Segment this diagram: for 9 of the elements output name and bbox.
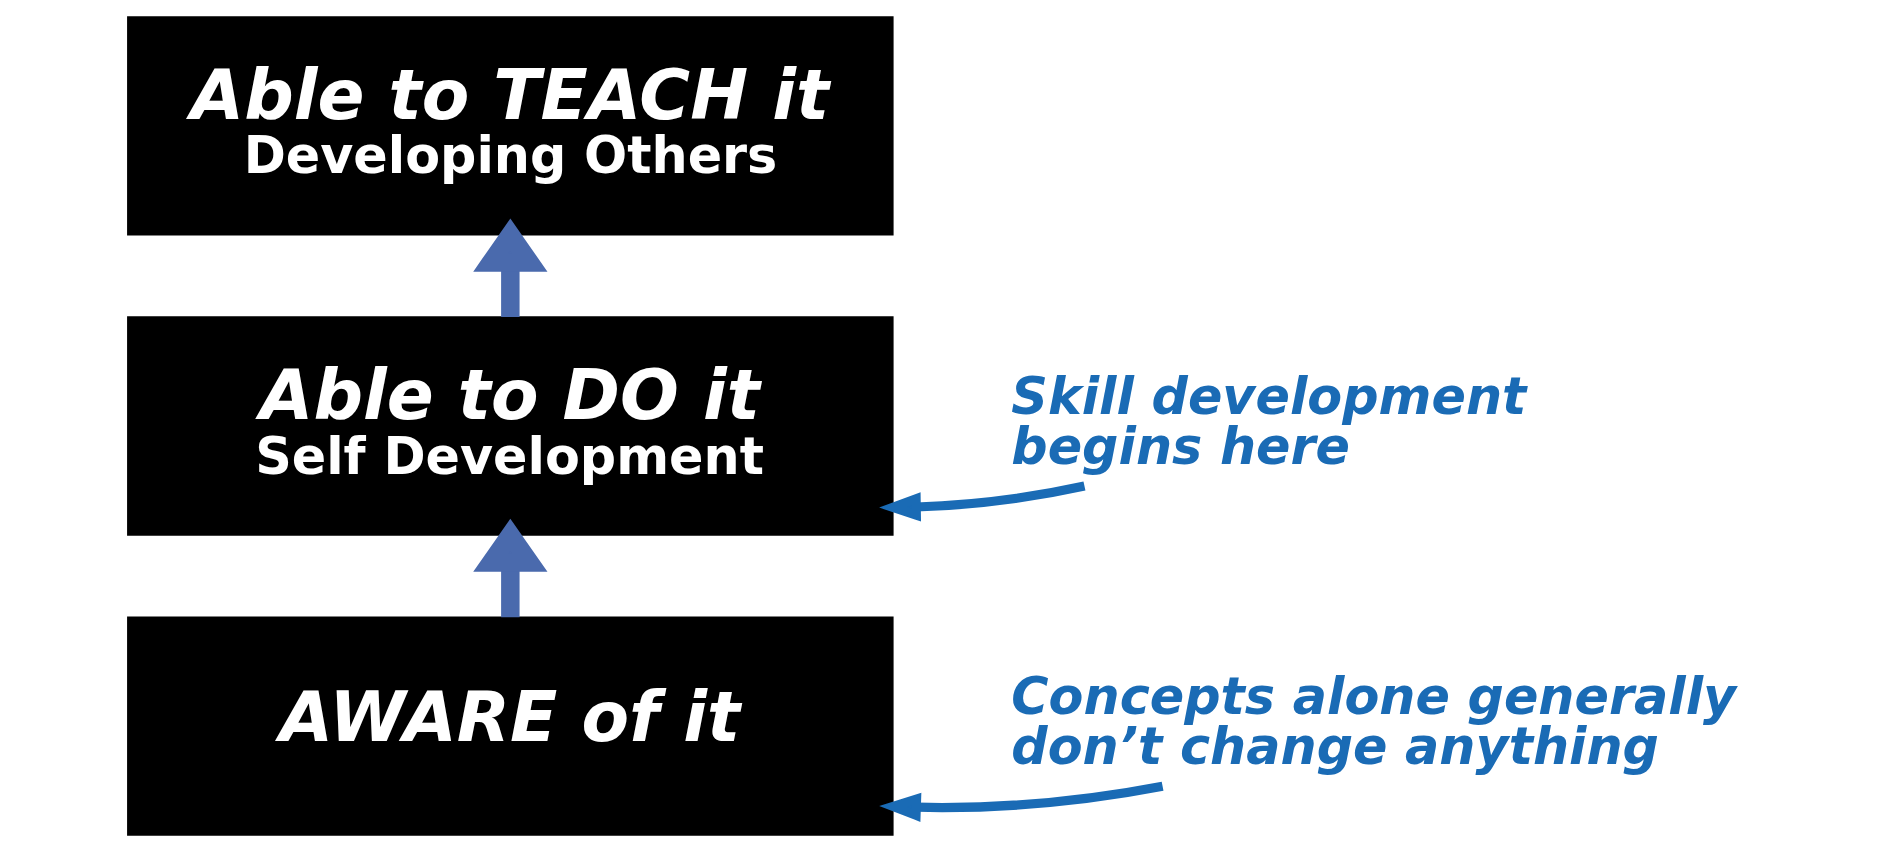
arrow (473, 518, 548, 618)
arrow (879, 481, 1086, 522)
node-box: Able to DO it Self Development (127, 316, 894, 536)
arrow (879, 781, 1164, 822)
node-box: Able to TEACH it Developing Others (127, 16, 894, 236)
node-text: Concepts alone generally don’t change anything (1011, 666, 1737, 777)
node-box: AWARE of it (127, 616, 894, 836)
node-text: Skill development begins here (1011, 366, 1527, 477)
arrow (473, 218, 548, 317)
